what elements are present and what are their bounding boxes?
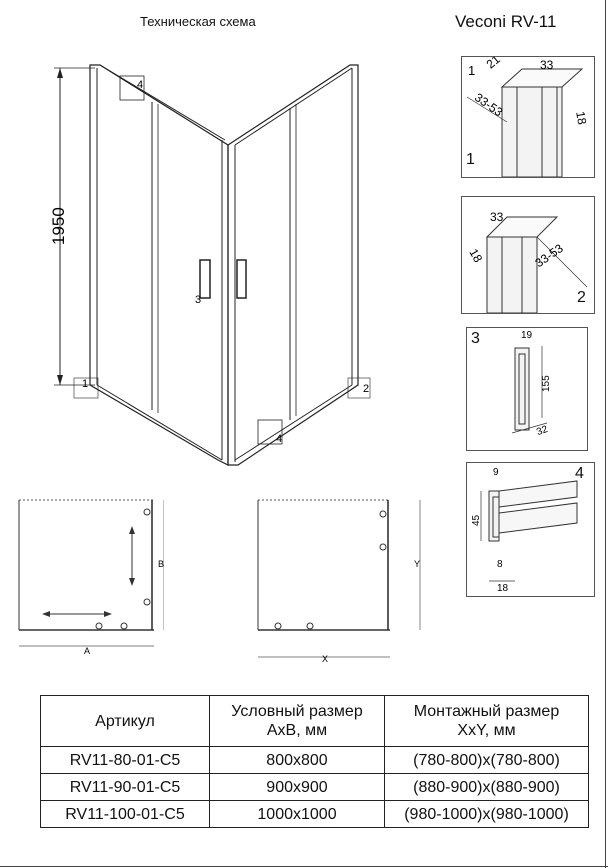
detail-4-dim-b: 45 xyxy=(471,514,482,526)
page-border-bottom xyxy=(0,866,608,867)
plan-right-label-x: X xyxy=(322,654,328,664)
table-row: RV11-90-01-C5 900x900 (880-900)x(880-900… xyxy=(40,773,589,801)
page-border-right xyxy=(605,0,606,868)
detail-4-dim-c: 8 xyxy=(497,559,503,570)
schema-title: Техническая схема xyxy=(140,14,256,29)
height-dimension: 1950 xyxy=(49,207,68,245)
header-install-size: Монтажный размер XxY, мм xyxy=(384,695,589,747)
callout-4-top: 4 xyxy=(137,79,143,91)
detail-3-dim-c: 32 xyxy=(535,424,550,438)
detail-panel-1: 1 21 33 33-53 18 1 xyxy=(461,56,595,178)
cell-install-size: (880-900)x(880-900) xyxy=(384,773,589,801)
detail-2-dim-c: 33-53 xyxy=(532,241,565,270)
cell-nominal-size: 800x800 xyxy=(209,746,385,774)
callout-3: 3 xyxy=(195,294,201,306)
plan-right-label-y: Y xyxy=(414,559,420,569)
detail-3-label: 3 xyxy=(471,330,480,347)
detail-3-dim-a: 19 xyxy=(521,330,533,341)
detail-1-dim-b: 33 xyxy=(540,58,554,72)
cell-article: RV11-90-01-C5 xyxy=(40,773,210,801)
detail-panel-3: 19 155 32 3 xyxy=(466,327,588,451)
cell-article: RV11-100-01-C5 xyxy=(40,800,210,828)
table-header-row: Артикул Условный размер AxB, мм Монтажны… xyxy=(40,695,589,747)
detail-2-dim-b: 18 xyxy=(466,246,485,265)
spec-table: Артикул Условный размер AxB, мм Монтажны… xyxy=(40,695,589,828)
detail-2-label: 2 xyxy=(577,289,586,306)
detail-4-label: 4 xyxy=(575,465,584,482)
cell-article: RV11-80-01-C5 xyxy=(40,746,210,774)
detail-panel-2: 33 18 33-53 2 xyxy=(461,196,595,314)
plan-left-label-a: A xyxy=(84,646,90,656)
table-row: RV11-80-01-C5 800x800 (780-800)x(780-800… xyxy=(40,746,589,774)
plan-left-label-b: B xyxy=(158,559,164,569)
cell-nominal-size: 900x900 xyxy=(209,773,385,801)
detail-2-dim-a: 33 xyxy=(490,210,504,224)
shower-isometric-drawing: 1950 4 3 1 2 4 xyxy=(49,64,371,466)
model-title: Veconi RV-11 xyxy=(455,12,557,31)
detail-4-dim-d: 18 xyxy=(497,583,509,594)
callout-1: 1 xyxy=(82,378,88,390)
detail-1-dim-a: 21 xyxy=(484,57,503,71)
table-row: RV11-100-01-C5 1000x1000 (980-1000)x(980… xyxy=(40,800,589,828)
header-nominal-size: Условный размер AxB, мм xyxy=(209,695,385,747)
detail-4-dim-a: 9 xyxy=(493,467,499,478)
plan-view-left: A B xyxy=(18,499,164,656)
callout-2: 2 xyxy=(363,383,369,395)
callout-4-bottom: 4 xyxy=(276,433,282,445)
detail-1-dim-d: 18 xyxy=(573,110,589,126)
detail-1-dim-c: 33-53 xyxy=(472,90,505,119)
detail-1-number: 1 xyxy=(468,63,475,78)
cell-install-size: (780-800)x(780-800) xyxy=(384,746,589,774)
detail-panel-4: 9 45 8 18 4 xyxy=(466,462,595,597)
cell-install-size: (980-1000)x(980-1000) xyxy=(384,800,589,828)
cell-nominal-size: 1000x1000 xyxy=(209,800,385,828)
plan-view-right: X Y xyxy=(257,499,421,664)
detail-1-label: 1 xyxy=(466,151,475,168)
detail-3-dim-b: 155 xyxy=(541,375,552,392)
header-article: Артикул xyxy=(40,695,210,747)
